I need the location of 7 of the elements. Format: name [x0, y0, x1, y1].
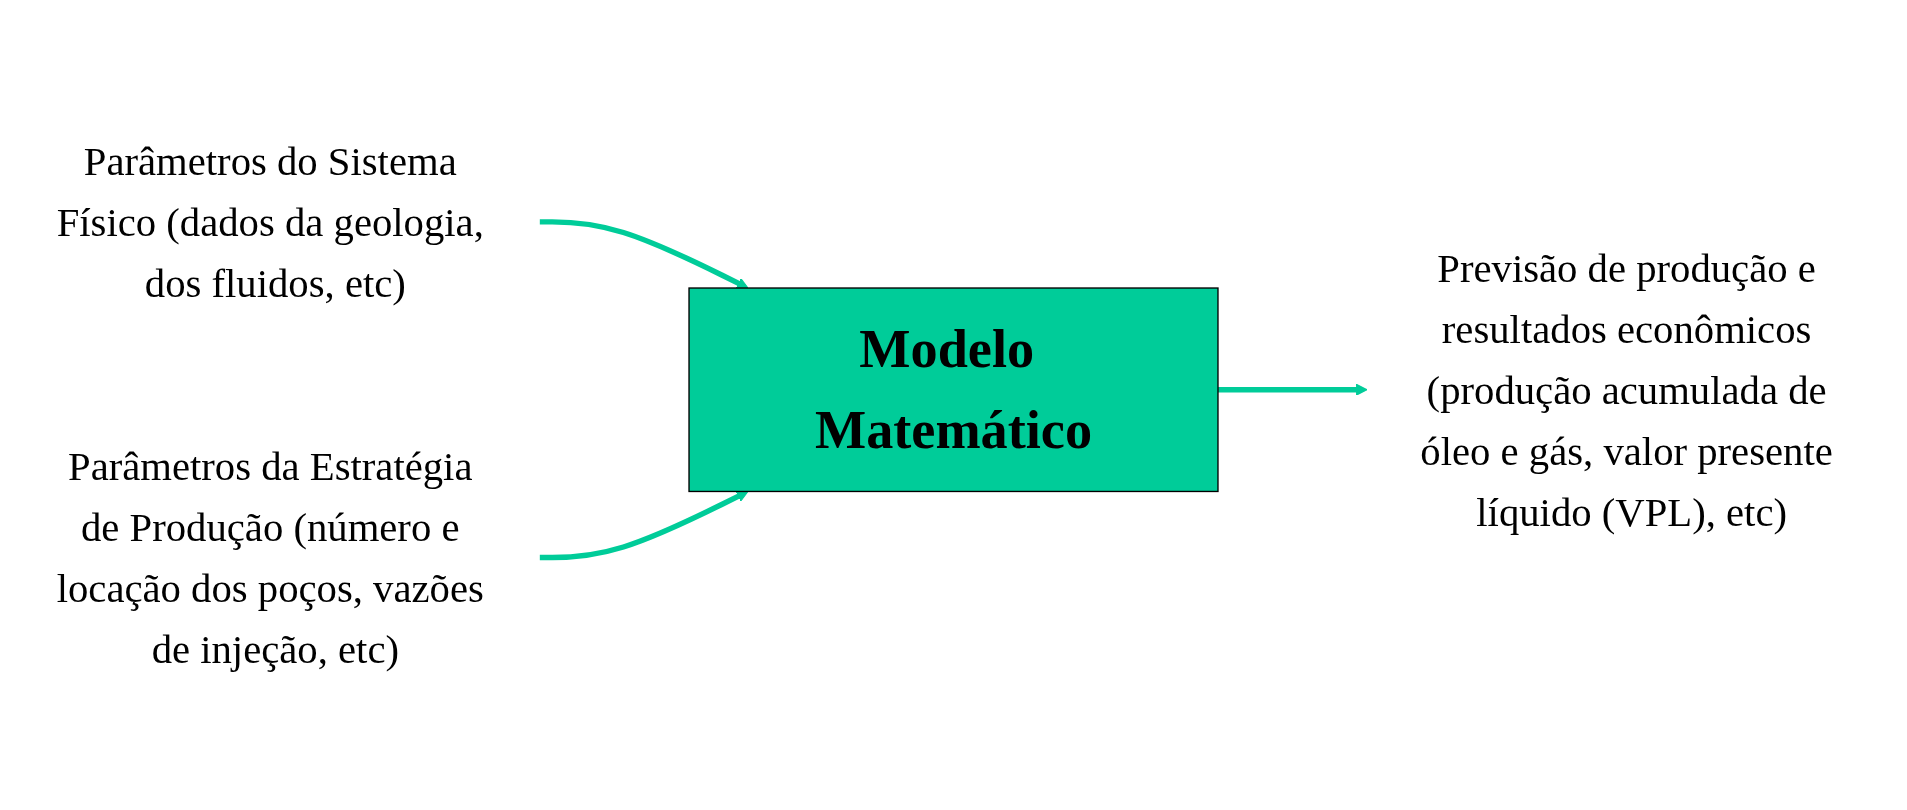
arrow	[1218, 383, 1368, 396]
node-text: Previsão de produção e resultados econômicos (produção acumulada de óleo e gás, valor presente líquido (VPL), etc)	[1420, 245, 1833, 535]
arrow	[539, 490, 749, 561]
node-box: Modelo Matemático	[688, 287, 1219, 493]
node-text: Parâmetros da Estratégia de Produção (número e locação dos poços, vazões de injeção, etc)	[56, 443, 484, 672]
arrow	[539, 219, 749, 289]
node-text: Parâmetros do Sistema Físico (dados da geologia, dos fluidos, etc)	[56, 138, 484, 306]
